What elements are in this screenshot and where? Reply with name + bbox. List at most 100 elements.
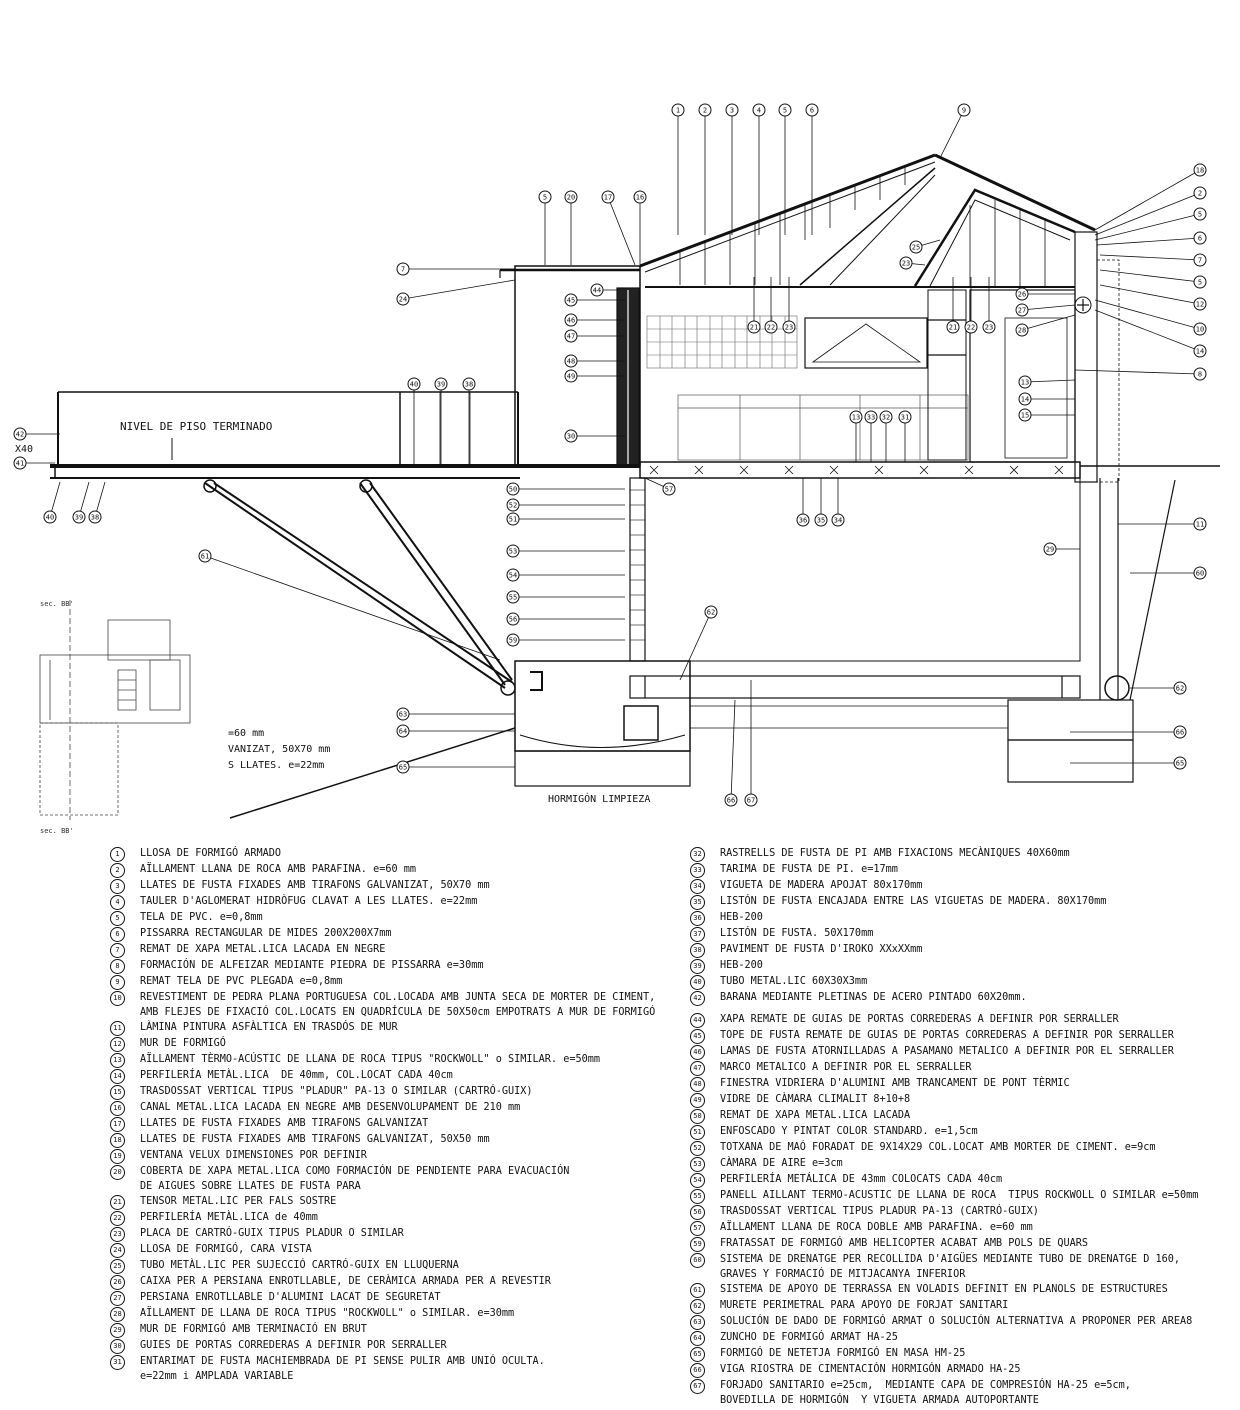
callout-number: 6 [810,107,814,115]
legend-number-badge: 40 [690,975,705,990]
legend-text: LISTÓN DE FUSTA. 50X170mm [720,928,874,939]
callout-number: 65 [399,764,407,772]
callout-number: 44 [593,287,601,295]
legend-number-badge: 26 [110,1275,125,1291]
callout-leader [1021,304,1076,311]
legend-text: LLATES DE FUSTA FIXADES AMB TIRAFONS GAL… [140,880,490,891]
callout-leader [730,699,736,801]
callout-bubble: 23 [982,277,996,334]
legend-text: HEB-200 [720,960,763,971]
callout-bubble: 14 [1094,309,1207,358]
callout-number: 39 [437,381,445,389]
callout-number: 11 [1196,521,1204,529]
callout-bubble: 30 [564,429,625,443]
callout-bubble: 42 [13,427,60,441]
callout-leader [1094,169,1201,231]
legend-text: RASTRELLS DE FUSTA DE PI AMB FIXACIONS M… [720,848,1070,859]
callout-number: 63 [399,711,407,719]
callout-number: 23 [785,324,793,332]
callout-number: 28 [1018,327,1026,335]
legend-text: REMAT TELA DE PVC PLEGADA e=0,8mm [140,976,343,987]
callout-bubble: 26 [1015,287,1075,301]
callout-number: 22 [767,324,775,332]
legend-text: VIDRE DE CÀMARA CLIMALIT 8+10+8 [720,1094,911,1105]
legend-number-badge: 7 [110,943,125,958]
callout-number: 60 [1196,570,1204,578]
callout-bubble: 46 [564,313,625,327]
callout-number: 41 [16,460,24,468]
callout-number: 23 [902,260,910,268]
callout-bubble: 6 [805,103,819,235]
callout-bubble: 66 [1070,725,1187,739]
callout-number: 48 [567,358,575,366]
callout-bubble: 8 [1074,367,1207,381]
clean-concrete-label: HORMIGÓN LIMPIEZA [548,792,650,805]
callout-bubble: 35 [814,478,828,527]
legend-text: LAMAS DE FUSTA ATORNILLADAS A PASAMANO M… [720,1046,1174,1057]
callout-bubble: 61 [198,549,501,661]
callout-leader [679,611,712,681]
callout-leader [402,279,516,300]
callout-number: 64 [399,728,407,736]
legend-text: TELA DE PVC. e=0,8mm [140,912,263,923]
callout-number: 7 [401,266,405,274]
legend-number-badge: 36 [690,911,705,926]
callout-number: 2 [703,107,707,115]
legend-number-badge: 12 [110,1037,125,1053]
callout-bubble: 67 [744,680,758,807]
legend-number-badge: 15 [110,1085,125,1101]
legend-text: TRASDOSSAT VERTICAL TIPUS "PLADUR" PA-13… [140,1086,533,1098]
callout-number: 50 [509,486,517,494]
callout-leader [607,196,636,266]
callout-bubble: 7 [396,262,515,276]
callout-number: 47 [567,333,575,341]
callout-number: 21 [750,324,758,332]
callout-bubble: 63 [396,707,515,721]
legend-number-badge: 65 [690,1347,705,1363]
callout-bubble: 59 [506,633,625,647]
callout-bubble: 38 [462,377,476,464]
callout-bubble: 65 [396,760,515,774]
callout-bubble: 57 [644,477,676,496]
callout-number: 36 [799,517,807,525]
svg-text:VANIZAT, 50X70 mm: VANIZAT, 50X70 mm [228,744,330,755]
legend-number-badge: 42 [690,991,705,1006]
callout-number: 8 [1198,371,1202,379]
callout-number: 14 [1021,396,1029,404]
legend-number-badge: 14 [110,1069,125,1085]
legend-number-badge: 8 [110,959,125,974]
callout-number: 57 [665,486,673,494]
svg-text:=60 mm: =60 mm [228,728,264,739]
callout-number: 1 [676,107,680,115]
legend-text: FORMACIÓN DE ALFEIZAR MEDIANTE PIEDRA DE… [140,960,484,971]
legend-text: PAVIMENT DE FUSTA D'IROKO XXxXXmm [720,944,923,955]
legend-text: PERFILERÍA METÁLICA DE 43mm COLOCATS CAD… [720,1174,1003,1185]
legend-number-badge: 37 [690,927,705,942]
callout-number: 35 [817,517,825,525]
callout-number: 42 [16,431,24,439]
legend-number-badge: 48 [690,1077,705,1092]
legend-item: 8 FORMACIÓN DE ALFEIZAR MEDIANTE PIEDRA D… [110,958,680,974]
legend-number-badge: 47 [690,1061,705,1076]
callout-bubble: 5 [1094,207,1207,241]
legend-number-badge: 1 [110,847,125,862]
legend-number-badge: 67 [690,1379,705,1395]
